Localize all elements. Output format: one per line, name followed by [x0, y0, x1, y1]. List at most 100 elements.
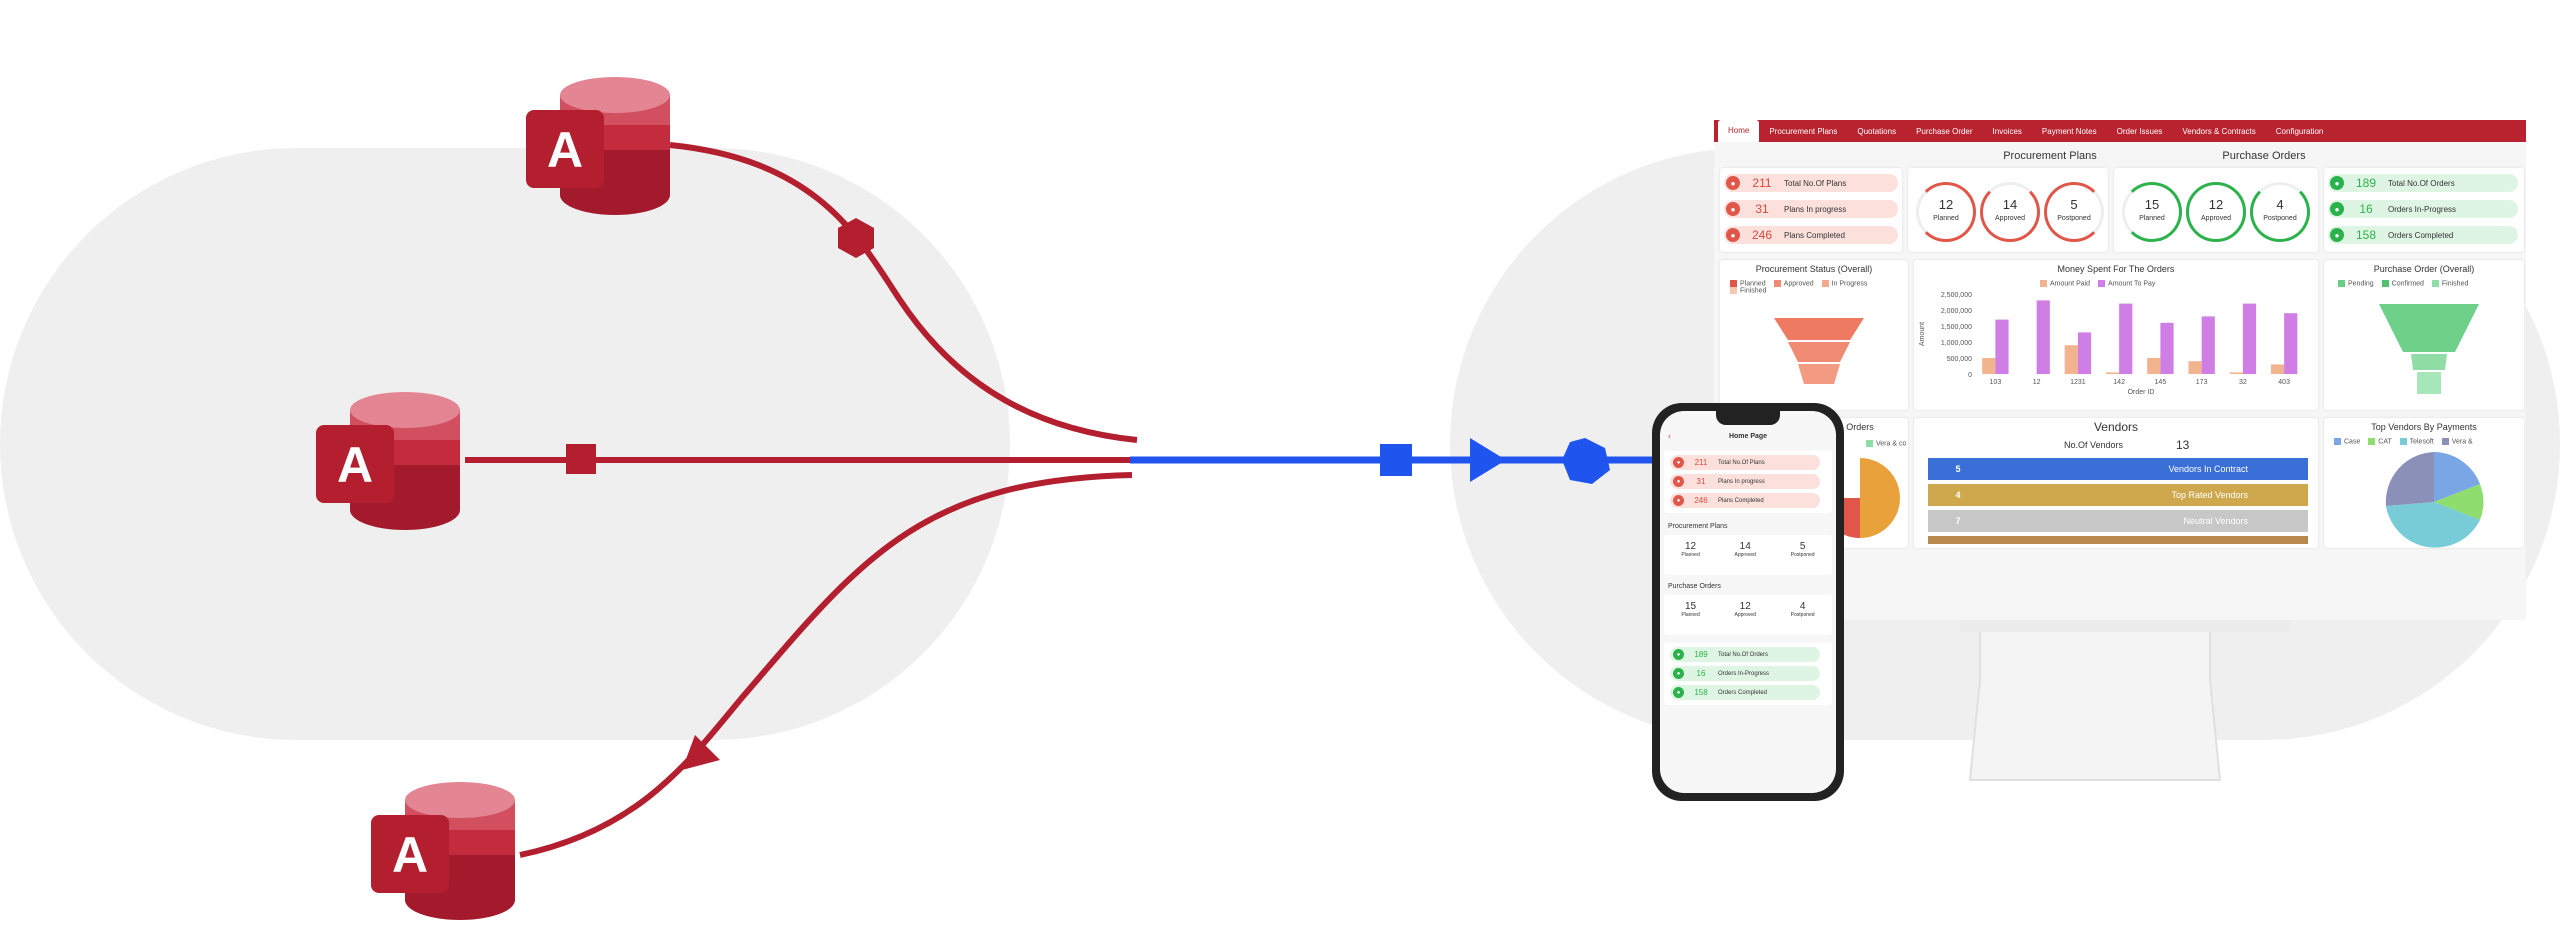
- menu-configuration[interactable]: Configuration: [2275, 126, 2324, 136]
- hexagon-marker-top: [838, 218, 874, 258]
- procurement-plans-title: Procurement Plans: [2003, 150, 2097, 162]
- blue-arrow-marker: [1470, 438, 1506, 482]
- bottom-flow-curve: [519, 472, 1133, 858]
- blue-hexagon-marker: [1562, 438, 1610, 484]
- vendors-count: 13: [2176, 438, 2190, 452]
- svg-text:A: A: [547, 122, 583, 178]
- bar-amount-to-pay: [2201, 316, 2215, 374]
- bar-amount-paid: [2188, 361, 2202, 374]
- purchase-order-title: Purchase Order (Overall): [2373, 264, 2475, 274]
- purchase-order-card: Purchase Order (Overall) Pending Confirm…: [2324, 260, 2524, 410]
- money-chart-card: Money Spent For The Orders Amount Paid A…: [1914, 260, 2318, 410]
- top-flow-curve: [669, 142, 1138, 443]
- access-database-icon-top: A: [520, 70, 690, 240]
- x-tick-label: 1231: [2070, 379, 2086, 386]
- procurement-status-card: Procurement Status (Overall) Planned App…: [1720, 260, 1908, 410]
- x-tick-label: 142: [2113, 379, 2125, 386]
- dashboard-screen: Home Procurement Plans Quotations Purcha…: [1714, 120, 2526, 620]
- y-axis-label: Amount: [1919, 322, 1926, 346]
- phone-purchase-orders-title: Purchase Orders: [1668, 583, 1721, 590]
- x-tick-label: 103: [1990, 379, 2002, 386]
- procurement-funnel: [1774, 318, 1864, 384]
- menu-invoices[interactable]: Invoices: [1992, 126, 2022, 136]
- orders-pie-title: Orders: [1846, 422, 1874, 432]
- bar-amount-paid: [2270, 364, 2285, 374]
- menu-payment-notes[interactable]: Payment Notes: [2041, 126, 2097, 136]
- x-tick-label: 403: [2278, 379, 2290, 386]
- bar-amount-paid: [2229, 372, 2243, 374]
- menu-vendors-contracts[interactable]: Vendors & Contracts: [2182, 126, 2256, 136]
- dashboard-menubar: Home Procurement Plans Quotations Purcha…: [1714, 120, 2526, 142]
- desktop-monitor: Home Procurement Plans Quotations Purcha…: [1700, 120, 2526, 620]
- vendors-extra-bar: [1928, 536, 2308, 544]
- vendors-count-label: No.Of Vendors: [2064, 440, 2124, 450]
- phone-procurement-plans-title: Procurement Plans: [1668, 523, 1728, 530]
- bar-amount-paid: [2147, 358, 2161, 374]
- x-tick-label: 173: [2196, 379, 2208, 386]
- bar-amount-to-pay: [2119, 303, 2133, 374]
- bar-amount-to-pay: [2284, 313, 2298, 374]
- bar-amount-paid: [2064, 345, 2078, 374]
- bar-amount-paid: [1982, 358, 1996, 374]
- svg-text:A: A: [337, 437, 373, 493]
- top-vendors-legend: Case CAT Telesoft Vera &: [2328, 438, 2473, 445]
- money-chart-title: Money Spent For The Orders: [2057, 264, 2175, 274]
- menu-purchase-order[interactable]: Purchase Order: [1916, 126, 1973, 136]
- menu-quotations[interactable]: Quotations: [1857, 126, 1897, 136]
- top-vendors-title: Top Vendors By Payments: [2371, 422, 2477, 432]
- purchase-orders-title: Purchase Orders: [2222, 150, 2306, 162]
- x-tick-label: 32: [2239, 379, 2247, 386]
- menu-home[interactable]: Home: [1718, 120, 1760, 142]
- bar-amount-to-pay: [2036, 300, 2050, 374]
- back-arrow-icon[interactable]: ‹: [1668, 431, 1671, 441]
- bar-amount-paid: [2105, 372, 2120, 374]
- vendors-title: Vendors: [2093, 420, 2139, 434]
- y-tick-label: 500,000: [1947, 356, 1972, 363]
- money-chart-legend: Amount Paid Amount To Pay: [2034, 280, 2155, 287]
- access-database-icon-bottom: A: [365, 775, 535, 945]
- svg-text:A: A: [392, 827, 428, 883]
- menu-procurement-plans[interactable]: Procurement Plans: [1769, 126, 1838, 136]
- blue-square-marker: [1380, 444, 1412, 476]
- menu-order-issues[interactable]: Order Issues: [2116, 126, 2163, 136]
- phone-notch: [1716, 411, 1780, 425]
- y-tick-label: 1,500,000: [1941, 324, 1972, 331]
- top-vendors-pie: [2385, 452, 2484, 548]
- procurement-status-title: Procurement Status (Overall): [1755, 264, 1873, 274]
- phone-title: Home Page: [1728, 433, 1768, 440]
- top-vendors-card: Top Vendors By Payments Case CAT Telesof…: [2324, 418, 2524, 548]
- arrow-marker-bottom: [682, 735, 720, 770]
- y-tick-label: 2,500,000: [1941, 292, 1972, 299]
- square-marker-middle: [566, 444, 596, 474]
- money-bar-chart: 2,500,0002,000,0001,500,0001,000,000500,…: [1919, 292, 2298, 396]
- monitor-stand: [1960, 620, 2290, 781]
- bar-amount-to-pay: [2077, 332, 2092, 374]
